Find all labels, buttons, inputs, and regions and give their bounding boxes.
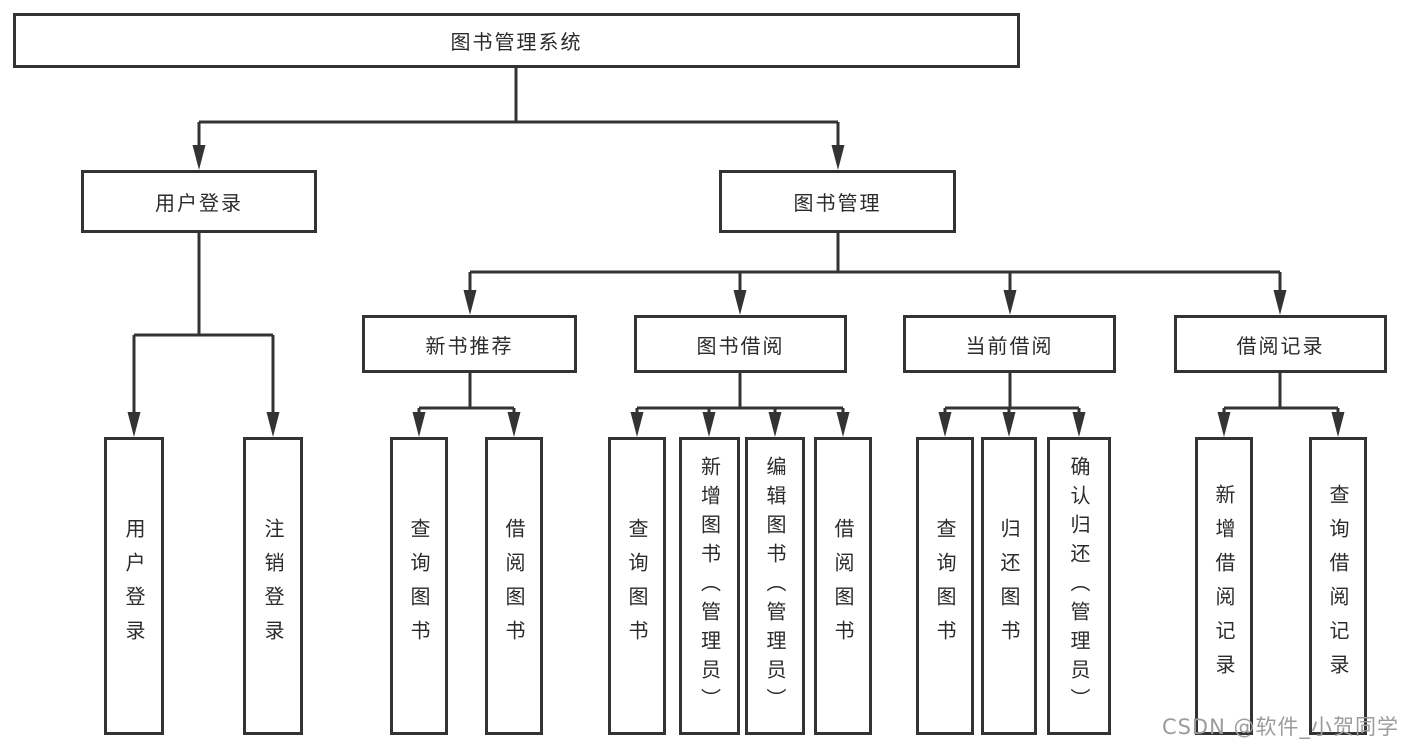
node-book-management-label: 图书管理 [793, 191, 882, 215]
node-user-login-label: 用户登录 [155, 191, 243, 215]
leaf-query-borrow-record: 查询借阅记录 [1309, 437, 1367, 735]
node-borrow-records-label: 借阅记录 [1236, 333, 1325, 358]
leaf-query-books-3-label: 查询图书 [933, 518, 957, 654]
leaf-borrow-books-2: 借阅图书 [814, 437, 872, 735]
node-new-book-recommend-label: 新书推荐 [425, 333, 514, 358]
leaf-query-borrow-record-label: 查询借阅记录 [1326, 484, 1350, 688]
leaf-add-borrow-record-label: 新增借阅记录 [1212, 484, 1236, 688]
node-user-login: 用户登录 [81, 170, 317, 233]
leaf-return-book-label: 归还图书 [997, 518, 1021, 654]
leaf-add-book-admin: 新增图书（管理员） [679, 437, 740, 735]
leaf-edit-book-admin-label: 编辑图书（管理员） [763, 455, 787, 717]
leaf-confirm-return-admin: 确认归还（管理员） [1047, 437, 1111, 735]
leaf-borrow-books-2-label: 借阅图书 [831, 518, 855, 654]
node-root: 图书管理系统 [13, 13, 1020, 68]
leaf-borrow-books-1-label: 借阅图书 [502, 518, 526, 654]
leaf-borrow-books-1: 借阅图书 [485, 437, 543, 735]
node-borrow-records: 借阅记录 [1174, 315, 1387, 373]
node-current-borrow: 当前借阅 [903, 315, 1116, 373]
leaf-edit-book-admin: 编辑图书（管理员） [745, 437, 805, 735]
csdn-watermark: CSDN @软件_小贺同学 [1161, 715, 1399, 739]
node-root-label: 图书管理系统 [450, 30, 583, 54]
leaf-user-login-label: 用户登录 [122, 518, 146, 654]
leaf-query-books-1-label: 查询图书 [407, 518, 431, 654]
leaf-query-books-2: 查询图书 [608, 437, 666, 735]
leaf-add-borrow-record: 新增借阅记录 [1195, 437, 1253, 735]
leaf-return-book: 归还图书 [981, 437, 1037, 735]
leaf-user-login: 用户登录 [104, 437, 164, 735]
leaf-query-books-2-label: 查询图书 [625, 518, 649, 654]
node-current-borrow-label: 当前借阅 [965, 333, 1054, 358]
node-book-borrow: 图书借阅 [634, 315, 847, 373]
leaf-query-books-1: 查询图书 [390, 437, 448, 735]
leaf-query-books-3: 查询图书 [916, 437, 974, 735]
leaf-add-book-admin-label: 新增图书（管理员） [697, 455, 722, 717]
node-book-borrow-label: 图书借阅 [696, 333, 785, 358]
leaf-confirm-return-admin-label: 确认归还（管理员） [1067, 455, 1091, 717]
node-new-book-recommend: 新书推荐 [362, 315, 577, 373]
leaf-logout-label: 注销登录 [261, 518, 285, 654]
leaf-logout: 注销登录 [243, 437, 303, 735]
node-book-management: 图书管理 [719, 170, 956, 233]
